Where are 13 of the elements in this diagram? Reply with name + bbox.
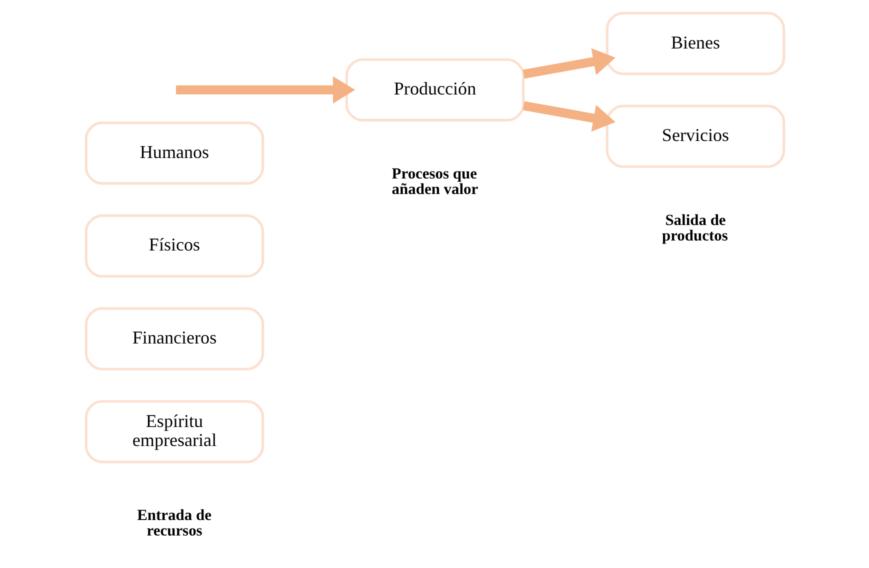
node-box: Servicios — [605, 104, 785, 168]
node-box: Físicos — [84, 214, 264, 278]
node-box: Bienes — [605, 12, 785, 76]
node-box: Producción — [344, 58, 524, 122]
arrow — [175, 76, 355, 104]
label: Procesos que añaden valor — [391, 165, 478, 198]
node-box: Espíritu empresarial — [84, 400, 264, 464]
node-box: Financieros — [84, 307, 264, 370]
arrow — [522, 48, 615, 79]
label: Salida de productos — [661, 212, 728, 244]
label: Entrada de recursos — [136, 507, 211, 540]
node-box: Humanos — [84, 122, 264, 185]
arrow — [522, 101, 615, 132]
